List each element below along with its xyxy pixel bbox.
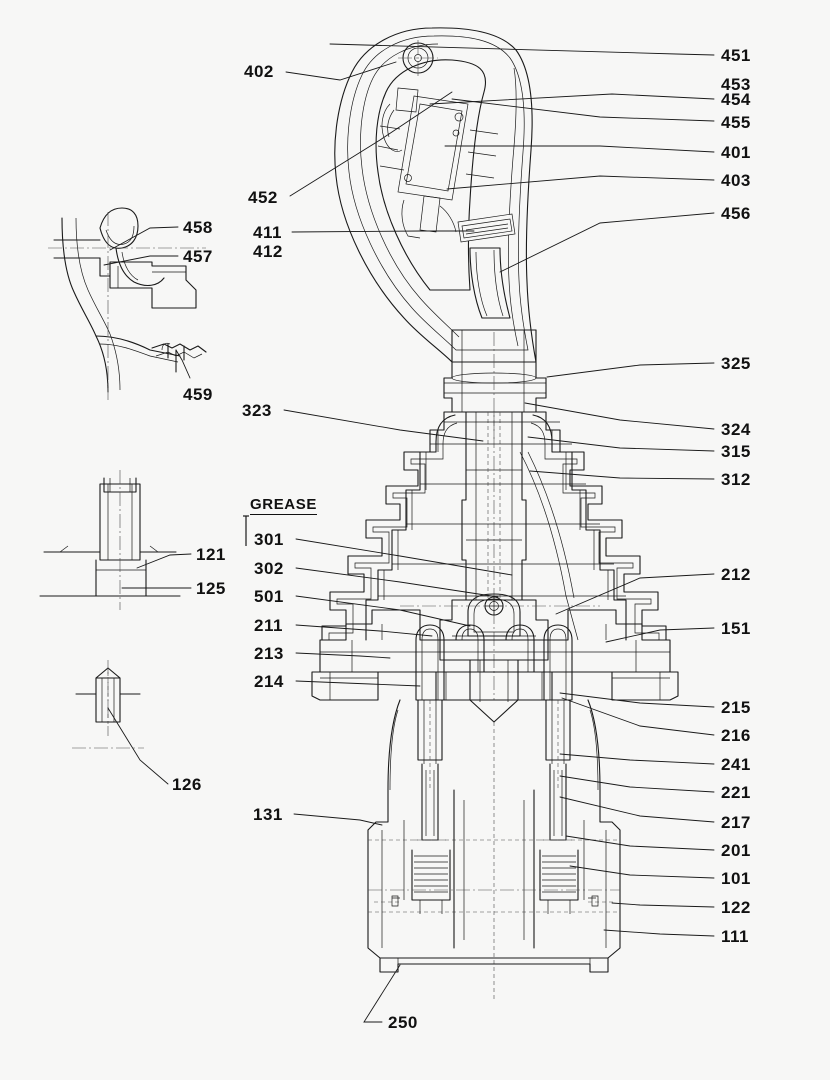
leader-line-216 (561, 697, 715, 736)
valve-body-main (367, 699, 621, 1000)
leader-line-215 (559, 692, 715, 708)
leader-line-301 (295, 538, 513, 576)
leader-line-221 (559, 775, 715, 793)
callout-501: 501 (254, 587, 284, 606)
callout-111: 111 (721, 927, 749, 946)
leader-line-402 (285, 61, 397, 81)
callout-217: 217 (721, 813, 751, 832)
leader-line-121 (136, 553, 192, 569)
callout-215: 215 (721, 698, 751, 717)
callout-457: 457 (183, 247, 213, 266)
callout-454: 454 (721, 90, 751, 109)
leader-line-214 (295, 680, 421, 687)
spool-valve-left (411, 624, 485, 914)
pivot-hub (400, 593, 600, 723)
callout-302: 302 (254, 559, 284, 578)
leader-line-241 (559, 753, 715, 765)
leader-line-302 (295, 567, 499, 598)
leader-line-201 (565, 835, 715, 851)
leader-line-315 (527, 436, 715, 452)
leader-line-451 (329, 43, 715, 56)
callout-323: 323 (242, 401, 272, 420)
callout-401: 401 (721, 143, 751, 162)
leader-line-126 (107, 707, 169, 785)
callout-455: 455 (721, 113, 751, 132)
leader-line-455 (451, 98, 715, 122)
callout-216: 216 (721, 726, 751, 745)
callout-212: 212 (721, 565, 751, 584)
leader-line-212 (555, 573, 715, 615)
callout-241: 241 (721, 755, 751, 774)
leader-line-250 (363, 964, 401, 1023)
callout-451: 451 (721, 46, 751, 65)
leader-line-213 (295, 652, 391, 659)
callout-211: 211 (254, 616, 283, 635)
callout-459: 459 (183, 385, 213, 404)
callout-315: 315 (721, 442, 751, 461)
detail-view-bolt (39, 470, 181, 610)
leader-line-312 (529, 470, 715, 480)
leader-line-111 (603, 929, 715, 937)
callout-458: 458 (183, 218, 213, 237)
leader-line-458 (109, 226, 179, 251)
leader-line-454 (429, 93, 715, 105)
detail-view-upper-left (48, 207, 207, 400)
callout-122: 122 (721, 898, 751, 917)
leader-line-122 (611, 902, 715, 908)
leader-line-151 (605, 627, 715, 643)
leader-line-459 (175, 349, 191, 379)
leader-line-501 (295, 595, 471, 627)
boot-bellows-left (321, 414, 458, 641)
leader-line-452 (289, 91, 453, 197)
callout-312: 312 (721, 470, 751, 489)
leader-line-401 (444, 145, 715, 153)
callout-402: 402 (244, 62, 274, 81)
callout-131: 131 (253, 805, 283, 824)
mid-housing (365, 411, 627, 641)
leader-line-324 (524, 402, 715, 430)
leader-line-411 (291, 230, 475, 233)
leader-line-217 (559, 796, 715, 823)
callout-452: 452 (248, 188, 278, 207)
leader-line-456 (499, 212, 715, 273)
leader-line-457 (103, 255, 179, 266)
callout-101: 101 (721, 869, 751, 888)
callout-126: 126 (172, 775, 202, 794)
callout-403: 403 (721, 171, 751, 190)
grease-note-label: GREASE (250, 496, 317, 515)
callout-121: 121 (196, 545, 226, 564)
detail-view-pin (72, 660, 144, 749)
callout-453: 453 (721, 75, 751, 94)
callout-151: 151 (721, 619, 751, 638)
callout-250: 250 (388, 1013, 418, 1032)
callout-325: 325 (721, 354, 751, 373)
callout-213: 213 (254, 644, 284, 663)
callout-301: 301 (254, 530, 284, 549)
callout-456: 456 (721, 204, 751, 223)
leader-line-403 (446, 175, 715, 190)
callout-412: 412 (253, 242, 283, 261)
leader-line-101 (569, 865, 715, 879)
leader-line-323 (283, 409, 484, 442)
callout-201: 201 (721, 841, 751, 860)
callout-324: 324 (721, 420, 751, 439)
leader-line-211 (295, 624, 433, 637)
leader-line-325 (546, 362, 715, 378)
shift-knob-assembly (334, 27, 537, 363)
leader-line-131 (293, 813, 383, 826)
callout-221: 221 (721, 783, 751, 802)
boot-bellows-right (530, 414, 667, 641)
valve-body-upper (311, 609, 679, 701)
callout-214: 214 (254, 672, 284, 691)
callout-125: 125 (196, 579, 226, 598)
callout-411: 411 (253, 223, 282, 242)
